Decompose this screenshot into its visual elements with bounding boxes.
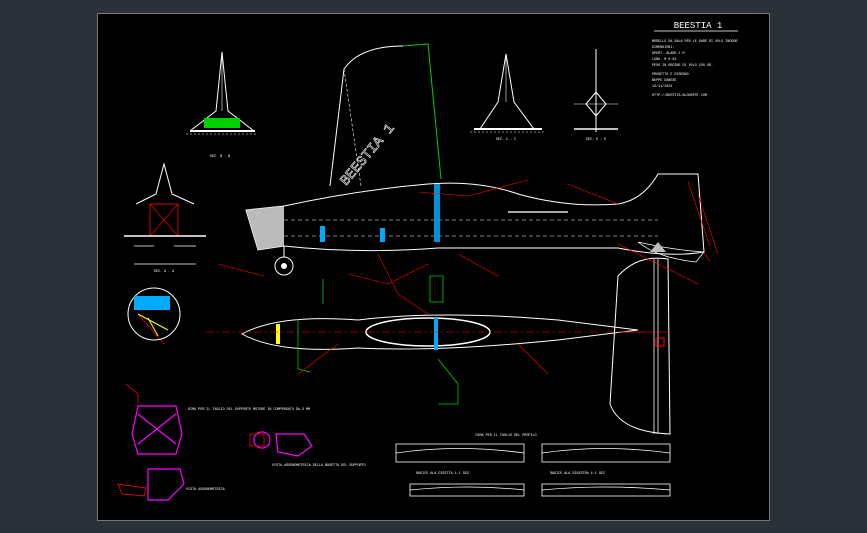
motor-mount-parts [131,405,313,501]
section-b-b: SEZ. B - B [186,51,258,159]
fuselage-side-view [245,173,705,276]
title-line-2: DIMENSIONI: [652,46,674,50]
title-line-4: LUNG. M 0.92 [652,58,676,62]
title-line-9: HTTP://BEESTIA.BLOGSPOT.COM [652,93,707,98]
title-line-8: 13/11/2024 [652,84,672,89]
rib-templates: DIMA PER IL TAGLIO DEL PROFILO RADICE AL… [395,434,671,497]
note-dima: DIMA PER IL TAGLIO DEL SUPPORTO MOTORE I… [188,408,310,412]
title: BEESTIA 1 [674,21,723,31]
rib-left-label: RADICE ALA DIRITTA 1:1 SEZ [416,472,469,476]
label-sez-b: SEZ. B - B [210,155,230,159]
title-line-1: MODELLO DA SALA PER LE GARE DI VOLO INDO… [652,40,737,44]
title-line-3: APERT. ALARE 1 M [652,52,685,56]
fin-side-view: BEESTIA 1 [329,43,442,190]
motor-mount-detail [127,287,181,341]
label-sez-d: SEZ. D - D [586,138,606,142]
section-c-c: SEZ. C - C [470,53,546,142]
title-line-7: BEPPE DANESE [652,79,676,83]
title-block-lines: MODELLO DA SALA PER LE GARE DI VOLO INDO… [652,40,737,98]
fin-label: BEESTIA 1 [338,121,399,189]
red-part-marks [117,383,265,497]
section-a-a: SEZ. A - A [124,162,206,274]
label-sez-a: SEZ. A - A [154,270,175,274]
label-sez-c: SEZ. C - C [496,138,516,142]
fuselage-top-view [206,314,658,373]
green-features [322,275,459,405]
ribs-title: DIMA PER IL TAGLIO DEL PROFILO [475,434,536,438]
title-line-6: PROGETTO E DISEGNO [652,73,689,77]
drawing-sheet: BEESTIA 1 MODELLO DA SALA PER LE GARE DI… [97,13,770,521]
title-line-5: PESO IN ORDINE DI VOLO 250 GR. [652,64,713,68]
stabilizer-top-view [609,257,671,435]
note-vista: VISTA ASSONOMETRICA [186,488,226,492]
cad-drawing: BEESTIA 1 MODELLO DA SALA PER LE GARE DI… [117,21,738,501]
section-d-d: SEZ. D - D [574,49,618,142]
note-vista2: VISTA ASSONOMETRICA DELLA BASETTA DEL SU… [272,464,366,468]
dimension-leaders [137,179,719,375]
rib-right-label: RADICE ALA SINISTRA 1:1 SEZ [550,472,605,476]
